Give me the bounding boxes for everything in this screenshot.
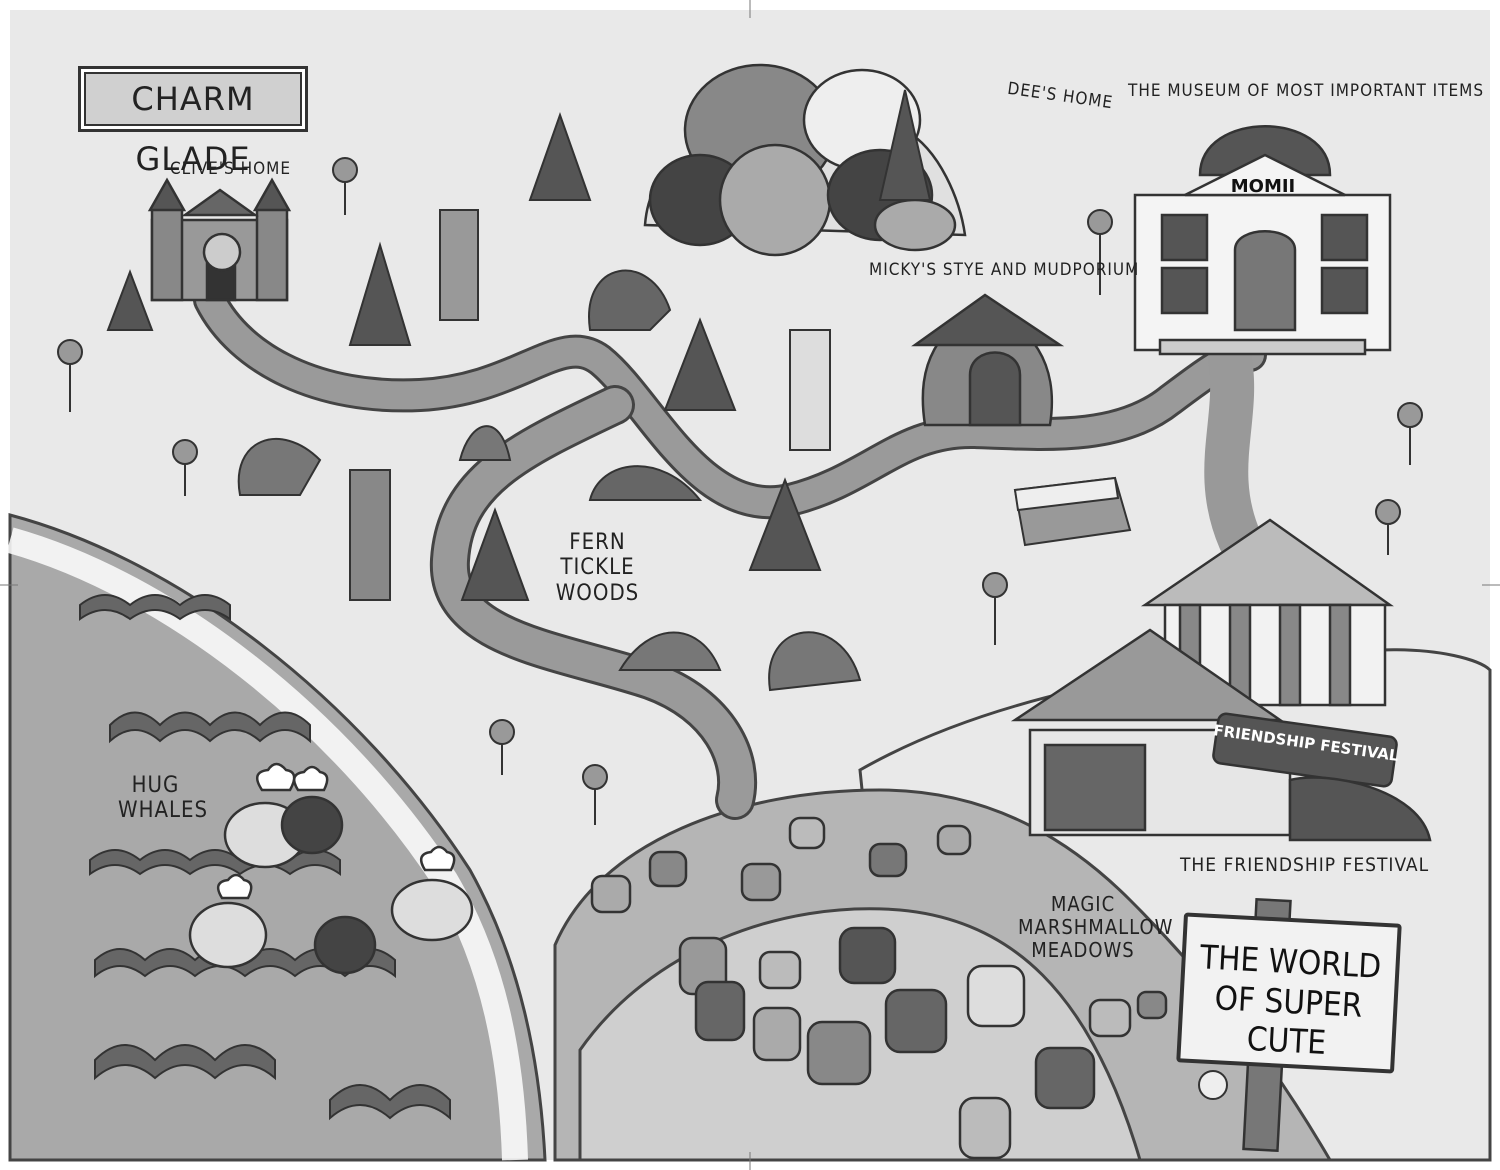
label-museum: THE MUSEUM OF MOST IMPORTANT ITEMS [1128, 81, 1485, 101]
whales [188, 762, 474, 975]
map-title-box: CHARM GLADE [78, 66, 308, 178]
world-sign-text: THE WORLD OF SUPER CUTE [1199, 937, 1383, 1063]
label-fern-woods: FERN TICKLE WOODS [555, 530, 640, 606]
map-title: CHARM GLADE [131, 80, 255, 178]
label-hug-whales: HUG WHALES [118, 773, 209, 824]
mudporium-hut [911, 293, 1065, 427]
pine-trees [106, 89, 932, 601]
label-mudporium: MICKY'S STYE AND MUDPORIUM [869, 260, 1140, 280]
marshmallows [590, 816, 1168, 1160]
sunflowers [57, 157, 1423, 1100]
festival-tents [1010, 518, 1432, 842]
label-marshmallow-meadows: MAGIC MARSHMALLOW MEADOWS [1018, 892, 1174, 962]
world-sign: THE WORLD OF SUPER CUTE [1176, 912, 1402, 1074]
label-friendship-festival: THE FRIENDSHIP FESTIVAL [1180, 854, 1430, 876]
museum-building [1133, 125, 1392, 356]
museum-sign: MOMII [1230, 176, 1296, 197]
label-clives-home: CLIVE'S HOME [170, 159, 291, 179]
fern-plants [237, 209, 862, 692]
picnic-table [1013, 476, 1132, 547]
clives-castle [147, 177, 292, 302]
